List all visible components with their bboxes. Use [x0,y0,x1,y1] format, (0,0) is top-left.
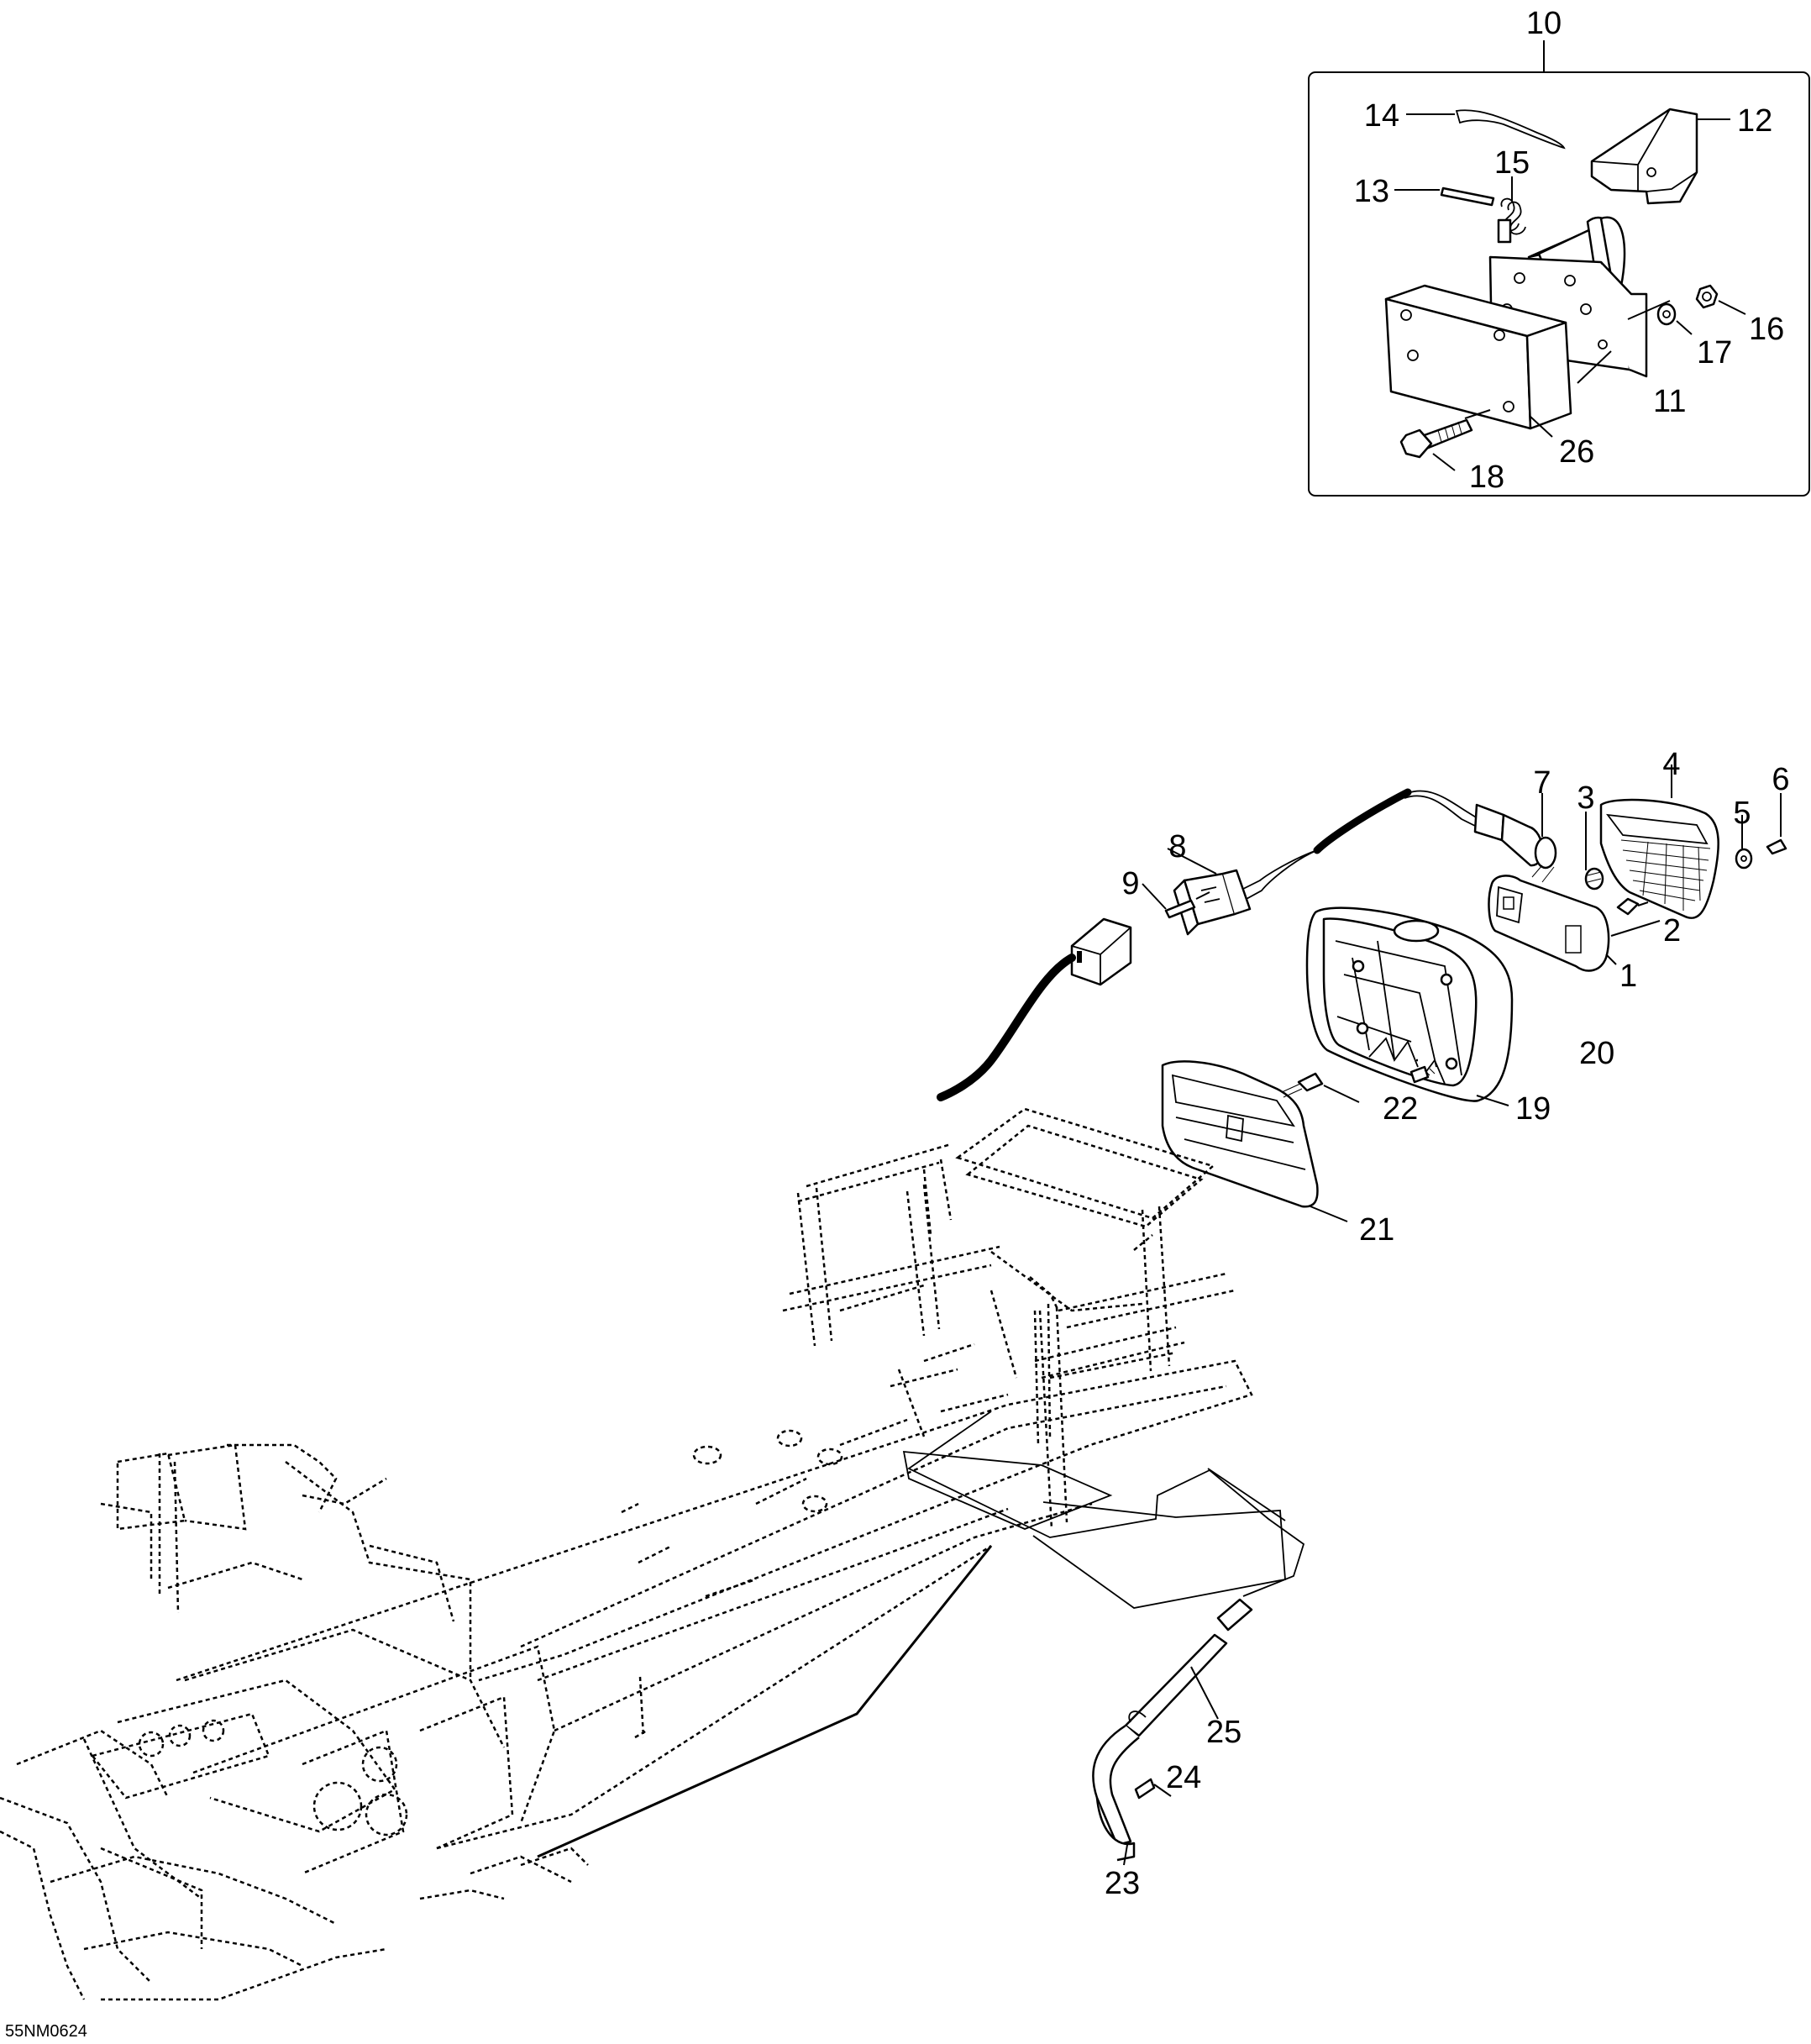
callout-4: 4 [1662,747,1680,782]
taillight-housing [1305,906,1514,1102]
callout-23: 23 [1105,1866,1140,1901]
callout-6: 6 [1772,762,1789,797]
hitch-pin [1134,1778,1156,1800]
callout-13: 13 [1354,174,1389,209]
housing-screw [1409,1059,1436,1084]
callout-18: 18 [1469,460,1504,495]
terminal-pin [1164,899,1196,919]
plate-screw [1281,1072,1324,1098]
callout-11: 11 [1653,384,1686,419]
socket-plate [1488,864,1610,972]
cargo-rack [782,1107,1236,1530]
inset-hitch-assembly [1308,40,1810,497]
housing-connector [1070,917,1132,986]
spacer-block [1384,284,1572,430]
callout-10: 10 [1526,6,1562,41]
callout-17: 17 [1697,335,1732,370]
callout-22: 22 [1383,1091,1418,1127]
mounting-plate [1161,1060,1319,1208]
chassis-tunnel [0,1284,1286,2001]
lens-screw [1766,838,1787,855]
callout-3: 3 [1577,780,1594,816]
grommet-plug [1473,803,1505,842]
washer-small [1735,848,1753,870]
callout-14: 14 [1364,98,1399,134]
taillight-assembly [937,765,1787,1106]
callout-12: 12 [1737,103,1772,139]
callout-21: 21 [1359,1212,1394,1248]
callout-15: 15 [1494,145,1530,181]
hair-pin-clip [1455,109,1566,150]
callout-2: 2 [1663,913,1681,948]
reference-code: 55NM0624 [5,2022,87,2041]
callout-8: 8 [1168,829,1186,864]
callout-labels: 10 14 12 15 13 16 17 11 26 18 4 7 6 3 5 … [5,6,1790,2041]
coil-spring [1497,197,1526,244]
wire-to-frame [937,954,1076,1101]
callout-25: 25 [1206,1715,1241,1750]
bolt [1399,418,1473,459]
small-bracket [1590,108,1698,205]
callout-19: 19 [1515,1091,1551,1127]
socket-screw [1616,897,1640,916]
callout-1: 1 [1619,959,1637,994]
callout-24: 24 [1166,1760,1201,1795]
hitch-outline-link [907,1411,1305,1597]
wire-harness [1313,788,1412,854]
callout-16: 16 [1749,312,1784,347]
taillight-lens [1599,798,1719,920]
roll-pin [1440,187,1495,207]
callout-26: 26 [1559,434,1594,470]
hitch-handle [1092,1598,1253,1862]
nut [1695,284,1719,309]
callout-9: 9 [1121,866,1139,901]
callout-20: 20 [1579,1036,1614,1071]
callout-7: 7 [1533,765,1551,801]
washer [1656,302,1677,326]
callout-5: 5 [1733,796,1751,831]
bulb [1584,867,1604,891]
